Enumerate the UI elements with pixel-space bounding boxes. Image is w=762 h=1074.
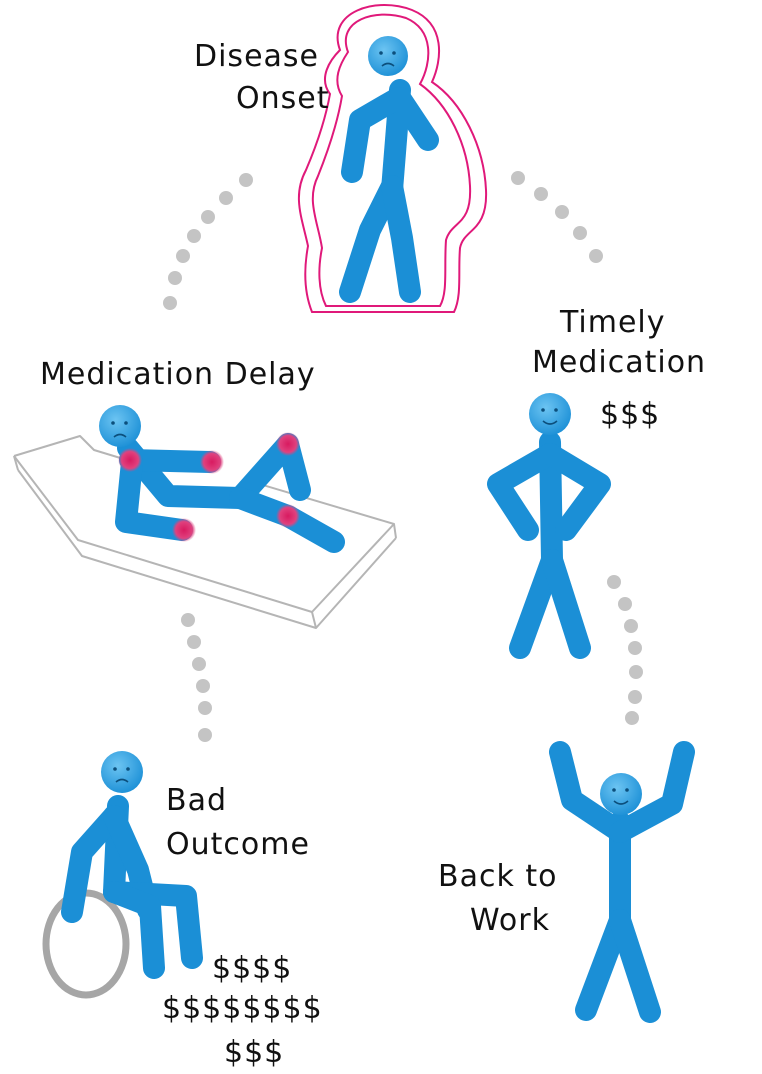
dotted-connector-onset-to-timely — [511, 171, 603, 263]
bed-outline — [13, 435, 397, 629]
disease-onset-label-line1: Disease — [194, 39, 319, 74]
timely-medication-cost: $$$ — [600, 397, 660, 432]
bad-outcome-cost-line2: $$$$$$$$ — [162, 991, 323, 1026]
happy-face-icon — [529, 393, 571, 435]
dotted-connector-onset-to-delay — [163, 173, 253, 310]
bad-outcome-cost-line1: $$$$ — [212, 951, 292, 986]
wheelchair-figure — [42, 751, 203, 999]
sad-face-icon — [368, 36, 408, 76]
celebrating-figure — [549, 741, 695, 1023]
illness-aura — [297, 4, 488, 313]
bad-outcome-label-line2: Outcome — [166, 827, 310, 862]
disease-onset-figure — [297, 4, 488, 313]
happy-face-icon — [600, 773, 642, 815]
reclining-patient-figure — [99, 405, 345, 553]
disease-onset-label-line2: Onset — [236, 81, 329, 116]
bad-outcome-cost-line3: $$$ — [224, 1035, 284, 1070]
medication-delay-label: Medication Delay — [40, 357, 316, 392]
back-to-work-label-line2: Work — [470, 903, 550, 938]
timely-medication-label-line1: Timely — [559, 305, 666, 340]
dotted-connector-timely-to-work — [607, 575, 643, 725]
timely-medication-label-line2: Medication — [532, 345, 706, 380]
dotted-connector-delay-to-bad — [181, 613, 212, 742]
wheelchair-wheel-icon — [42, 889, 130, 999]
sad-face-icon — [99, 405, 141, 447]
sad-face-icon — [101, 751, 143, 793]
bad-outcome-label-line1: Bad — [166, 783, 227, 818]
timely-medication-figure — [487, 393, 611, 659]
back-to-work-label-line1: Back to — [438, 859, 558, 894]
